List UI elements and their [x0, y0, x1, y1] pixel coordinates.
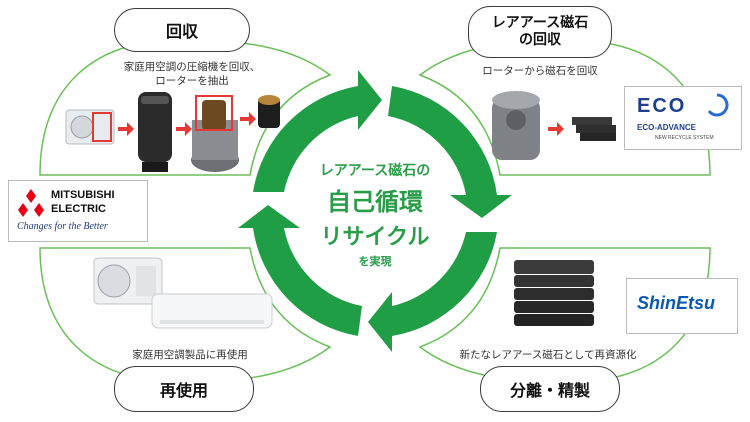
rotor-magnet-image	[492, 91, 540, 160]
lobe-bottom-right	[418, 247, 711, 383]
stage-collect-title: 回収	[114, 8, 250, 52]
center-line4: を実現	[358, 255, 392, 268]
cycle-arrows	[238, 70, 512, 352]
eco-logo-line2: ECO-ADVANCE	[637, 123, 696, 132]
center-line3: リサイクル	[320, 225, 430, 250]
arrow-bottom-left	[238, 205, 362, 336]
stage-separate-title: 分離・精製	[480, 366, 620, 412]
center-line2: 自己循環	[327, 188, 423, 216]
eco-logo-line3: NEW RECYCLE SYSTEM	[655, 135, 714, 141]
shinetsu-logo: ShinEtsu	[626, 278, 738, 334]
outdoor-unit-small-image	[65, 109, 115, 145]
mitsubishi-diamonds-icon	[18, 189, 44, 217]
compressor-cutaway-image	[191, 95, 239, 172]
magnet-stack-image	[514, 260, 594, 326]
center-caption: レアアース磁石の 自己循環 リサイクル を実現	[285, 160, 465, 269]
red-arrow-1	[118, 122, 134, 136]
mitsubishi-electric-logo: MITSUBISHI ELECTRIC Changes for the Bett…	[8, 180, 148, 242]
shinetsu-logo-name: ShinEtsu	[637, 293, 716, 313]
eco-logo-name: ECO	[637, 95, 687, 117]
red-arrow-2	[176, 122, 192, 136]
stage-collect-title-text: 回収	[165, 22, 198, 41]
mitsubishi-line2: ELECTRIC	[51, 203, 106, 215]
stage-magnet-collect-title: レアアース磁石 の回収	[468, 6, 612, 58]
eco-advance-logo: ECO ECO-ADVANCE NEW RECYCLE SYSTEM	[624, 86, 742, 150]
stage-reuse-title-text: 再使用	[159, 381, 208, 400]
stage-magnet-collect-title-line1: レアアース磁石	[491, 14, 589, 31]
stage-collect-desc-line2: ローターを抽出	[155, 75, 229, 88]
stage-reuse-desc: 家庭用空調製品に再使用	[132, 349, 248, 361]
mitsubishi-line1: MITSUBISHI	[51, 189, 115, 201]
stage-collect-desc-line1: 家庭用空調の圧縮機を回収、	[123, 61, 261, 73]
red-arrow-4	[548, 122, 564, 136]
rotor-image	[258, 95, 280, 128]
outdoor-unit-image	[93, 257, 163, 305]
center-line1: レアアース磁石の	[319, 163, 431, 179]
stage-collect-desc: 家庭用空調の圧縮機を回収、 ローターを抽出	[110, 60, 274, 88]
compressor-image	[138, 92, 172, 172]
mitsubishi-tagline: Changes for the Better	[17, 221, 108, 232]
stage-reuse-title: 再使用	[114, 366, 254, 412]
indoor-unit-image	[151, 293, 273, 329]
magnet-pieces-image	[572, 117, 616, 141]
arrow-top-right	[388, 86, 512, 218]
stage-magnet-collect-title-line2: の回収	[519, 32, 561, 48]
stage-separate-desc: 新たなレアアース磁石として再資源化	[459, 349, 637, 361]
eco-swoosh-icon	[707, 93, 729, 117]
stage-magnet-collect-desc: ローターから磁石を回収	[482, 65, 598, 77]
stage-separate-title-text: 分離・精製	[509, 381, 590, 400]
arrow-bottom-right	[368, 232, 497, 352]
arrow-top-left	[253, 70, 382, 192]
red-arrow-3	[240, 112, 256, 126]
